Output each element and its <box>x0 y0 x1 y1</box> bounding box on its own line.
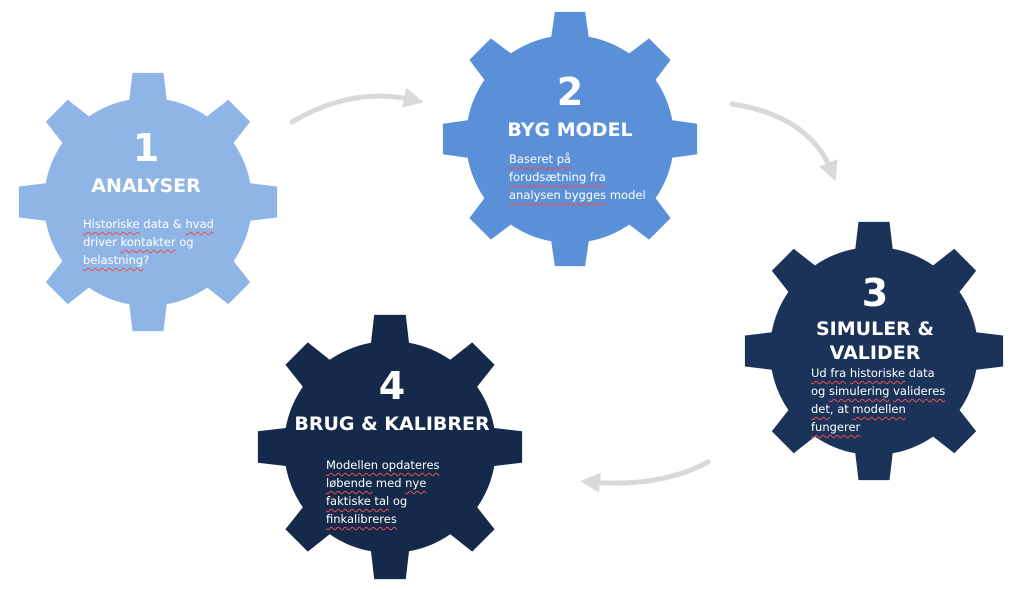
description-word: og <box>811 384 829 398</box>
step-1-description-line: driver kontakter og <box>83 233 233 251</box>
step-1-description-line: Historiske data & hvad <box>83 215 233 233</box>
description-word: simulering <box>829 384 890 398</box>
description-word: historiske <box>849 366 906 380</box>
description-word: fungerer <box>811 420 861 434</box>
description-word: , at <box>829 402 853 416</box>
description-word: fra <box>830 366 847 380</box>
description-word: hvad <box>185 217 214 231</box>
step-2-number: 2 <box>556 70 584 114</box>
description-word: og <box>389 494 408 508</box>
description-word: analysen bygges <box>509 188 607 202</box>
step-1-title: ANALYSER <box>91 175 201 197</box>
description-word: belastning <box>83 253 144 267</box>
step-4-description-line: Modellen opdateres <box>326 456 476 474</box>
description-word: valideres <box>893 384 946 398</box>
flow-arrow-3 <box>580 459 711 493</box>
description-word: ? <box>143 253 150 267</box>
step-3-title-line-1: SIMULER & <box>816 318 934 340</box>
step-3-description-line: og simulering valideres <box>811 382 961 400</box>
description-word: Modellen opdateres <box>326 458 440 472</box>
step-4-description-line: finkalibreres <box>326 510 476 528</box>
description-word: nye <box>405 476 427 490</box>
description-word: data <box>905 366 935 380</box>
description-word: det <box>811 402 830 416</box>
gear-step-4 <box>257 314 523 580</box>
description-word: Ud <box>811 366 831 380</box>
description-word: løbende <box>326 476 373 490</box>
description-word: model <box>606 188 646 202</box>
step-4-description-line: faktiske tal og <box>326 492 476 510</box>
step-3-description-line: fungerer <box>811 418 961 436</box>
step-3-number: 3 <box>861 271 889 315</box>
step-2-title: BYG MODEL <box>507 119 633 141</box>
step-4-number: 4 <box>378 364 406 408</box>
gear-step-3 <box>744 221 1004 481</box>
description-word: og <box>175 235 194 249</box>
description-word: forudsætning fra <box>509 170 606 184</box>
step-2-description-line: Baseret på <box>509 150 659 168</box>
step-3-title-line-2: VALIDER <box>829 342 921 364</box>
step-2-description: Baseret på forudsætning fra analysen bygge… <box>509 150 659 204</box>
step-1-number: 1 <box>132 126 160 170</box>
step-4-title: BRUG & KALIBRER <box>294 413 490 435</box>
description-word: Baseret på <box>509 152 572 166</box>
description-word: faktiske tal <box>326 494 390 508</box>
description-word: data & <box>139 217 186 231</box>
step-1-description-line: belastning? <box>83 251 233 269</box>
step-4-description-line: løbende med nye <box>326 474 476 492</box>
step-3-description-line: Ud fra historiske data <box>811 364 961 382</box>
gear-step-2 <box>442 11 698 267</box>
description-word: modellen <box>852 402 906 416</box>
gear-step-1 <box>18 72 278 332</box>
step-3-description-line: det, at modellen <box>811 400 961 418</box>
description-word: kontakter <box>120 235 176 249</box>
step-2-description-line: analysen bygges model <box>509 186 659 204</box>
description-word: finkalibreres <box>326 512 397 526</box>
step-2-description-line: forudsætning fra <box>509 168 659 186</box>
step-4-heading: 4 BRUG & KALIBRER <box>282 366 502 436</box>
description-word: med <box>372 476 406 490</box>
step-2-heading: 2 BYG MODEL <box>480 72 660 142</box>
flow-arrow-2 <box>729 101 838 182</box>
description-word: driver <box>83 235 121 249</box>
step-1-heading: 1 ANALYSER <box>60 128 232 198</box>
description-word: Historiske <box>83 217 140 231</box>
flow-arrow-1 <box>289 88 424 125</box>
step-3-heading: 3 SIMULER & VALIDER <box>790 273 960 365</box>
